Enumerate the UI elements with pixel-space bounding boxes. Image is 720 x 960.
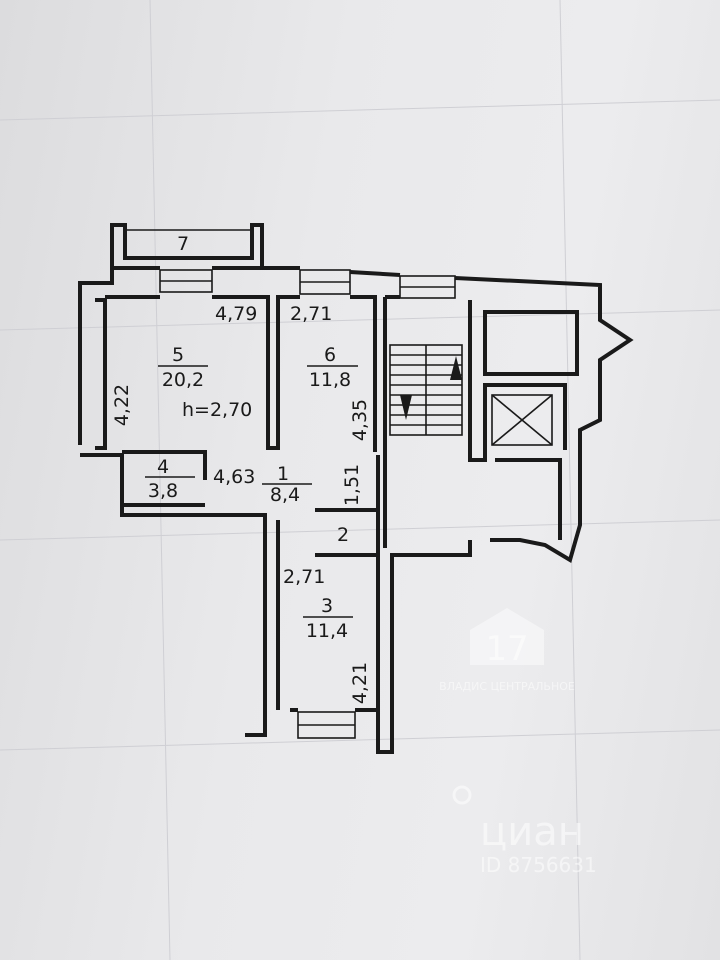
agency-watermark: 17 ВЛАДИС ЦЕНТРАЛЬНОЕ bbox=[439, 608, 575, 693]
interior-walls bbox=[105, 295, 400, 710]
location-pin-icon bbox=[452, 785, 472, 805]
room-6-number: 6 bbox=[324, 344, 336, 366]
listing-id: ID 8756631 bbox=[480, 853, 597, 877]
listing-brand: циан bbox=[480, 809, 584, 855]
room-4-number: 4 bbox=[157, 456, 169, 478]
elevator-shaft bbox=[468, 300, 579, 540]
room-1-area: 8,4 bbox=[270, 484, 300, 506]
dim-room3-width: 2,71 bbox=[283, 566, 325, 588]
room-3-area: 11,4 bbox=[306, 620, 348, 642]
agency-name: ВЛАДИС ЦЕНТРАЛЬНОЕ bbox=[439, 680, 575, 693]
arrow-down-icon bbox=[400, 395, 412, 420]
listing-watermark: циан ID 8756631 bbox=[452, 785, 597, 877]
dim-corridor-width: 1,51 bbox=[341, 464, 363, 506]
room-5-number: 5 bbox=[172, 344, 184, 366]
agency-logo-text: 17 bbox=[485, 629, 528, 669]
ceiling-height: h=2,70 bbox=[182, 399, 252, 421]
room-4-area: 3,8 bbox=[148, 480, 178, 502]
room-7-number: 7 bbox=[177, 233, 189, 255]
dim-corridor-length: 4,63 bbox=[213, 466, 255, 488]
dim-room5-depth: 4,22 bbox=[111, 384, 133, 426]
room-3-number: 3 bbox=[321, 595, 333, 617]
stairwell bbox=[389, 344, 463, 436]
room-2-number: 2 bbox=[337, 524, 349, 546]
dim-room5-width: 4,79 bbox=[215, 303, 257, 325]
room-6-area: 11,8 bbox=[309, 369, 351, 391]
arrow-up-icon bbox=[450, 356, 462, 380]
windows bbox=[159, 269, 456, 739]
balcony-7 bbox=[110, 223, 264, 268]
room-1-number: 1 bbox=[277, 463, 289, 485]
dim-room6-depth: 4,35 bbox=[349, 399, 371, 441]
room-5-area: 20,2 bbox=[162, 369, 204, 391]
dim-room3-depth: 4,21 bbox=[349, 662, 371, 704]
dim-room6-width: 2,71 bbox=[290, 303, 332, 325]
